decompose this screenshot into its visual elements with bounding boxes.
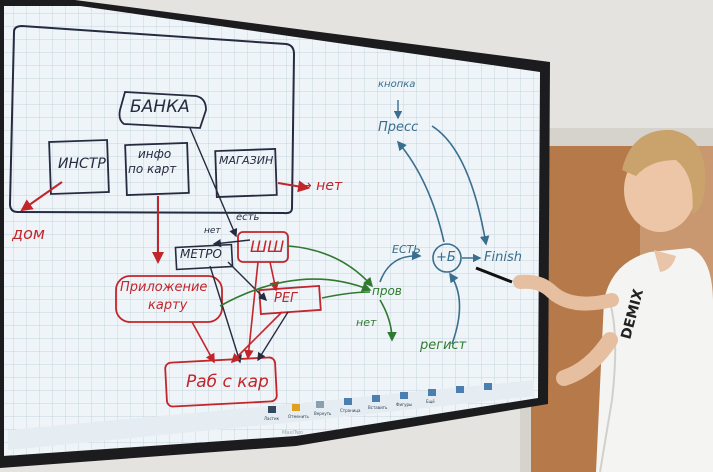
toolbar-item-more[interactable]: Ещё (426, 399, 435, 404)
label-shkh: ШШ (250, 237, 285, 256)
label-reg: РЕГ (274, 291, 298, 306)
outer-box (8, 24, 296, 215)
toolbar-item-eraser[interactable]: Ластик (264, 416, 280, 421)
instr-box (48, 139, 110, 195)
person: DEMIX (475, 129, 713, 472)
label-prilozhenie-line2: карту (148, 298, 188, 313)
toolbar-item-insert[interactable]: Вставить (368, 405, 388, 410)
plus-b-circle (432, 243, 462, 273)
label-net-green: нет (356, 316, 377, 329)
magazin-box (214, 148, 278, 198)
label-net: → нет (300, 178, 343, 194)
label-info-line1: инфо (138, 147, 172, 161)
label-plus-b: +Б (436, 250, 456, 265)
label-est-right: ЕСТЬ (392, 243, 421, 256)
label-regist: регист (420, 338, 467, 353)
metro-box (174, 243, 234, 271)
reg-box (258, 284, 322, 316)
toolbar-item-redo[interactable]: Вернуть (314, 411, 332, 416)
label-finish: Finish (484, 250, 522, 265)
label-banka: БАНКА (130, 97, 190, 117)
prilozhenie-box (115, 275, 223, 323)
label-metro: МЕТРО (180, 247, 222, 261)
label-magazin: МАГАЗИН (219, 154, 274, 167)
info-box (124, 142, 190, 196)
toolbar-item-shapes[interactable]: Фигуры (396, 402, 413, 407)
label-knopka: кнопка (378, 79, 416, 90)
tv-brand: MaxiTwo (282, 430, 304, 436)
label-press: Пресс (378, 120, 419, 135)
toolbar-item-page[interactable]: Страница (340, 408, 361, 413)
label-prov: пров (372, 284, 402, 298)
label-est-small: есть (236, 212, 260, 223)
banka-box (118, 91, 207, 129)
label-net-small: нет (204, 226, 221, 236)
label-prilozhenie-line1: Приложение (120, 280, 208, 295)
label-info-line2: по карт (128, 162, 177, 176)
label-instr: ИНСТР (58, 156, 106, 172)
shkh-box (237, 231, 289, 263)
label-rab-s-kar: Раб с кар (186, 372, 269, 392)
rab-box (164, 356, 278, 408)
toolbar-item-undo[interactable]: Отменить (288, 414, 309, 419)
label-dom: дом (12, 224, 45, 243)
